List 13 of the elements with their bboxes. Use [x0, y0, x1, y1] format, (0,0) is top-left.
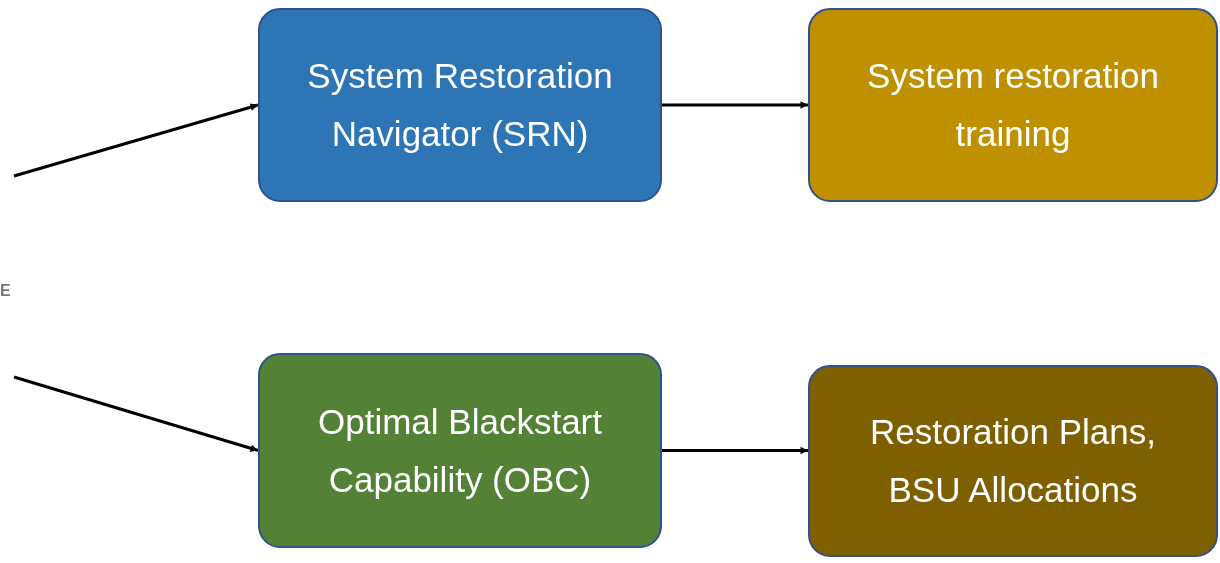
- box-label: Optimal Blackstart Capability (OBC): [317, 400, 603, 501]
- text-fragment: E: [0, 282, 11, 300]
- process-box: [808, 8, 1218, 202]
- process-box: [258, 353, 662, 548]
- box-label: System restoration training: [866, 55, 1160, 155]
- box-label: Restoration Plans, BSU Allocations: [869, 411, 1157, 511]
- box-label: System Restoration Navigator (SRN): [306, 55, 614, 155]
- arrow: [662, 101, 809, 109]
- arrow: [662, 446, 809, 455]
- arrow: [13, 103, 259, 178]
- arrow: [13, 375, 259, 452]
- process-box: [258, 8, 662, 202]
- process-box: [808, 365, 1218, 557]
